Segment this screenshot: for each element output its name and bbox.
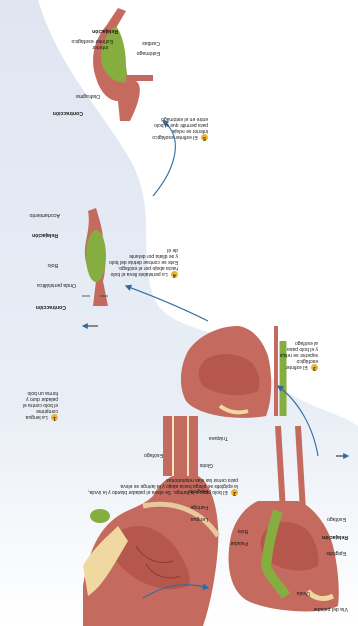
panel4-label-relajacion: Relajación (32, 232, 58, 238)
panel3-step: 3 El esfínter esofágico superior se rela… (268, 340, 318, 371)
panel1-label-traquea: Tráquea (209, 435, 228, 441)
bolus-shape (90, 509, 110, 523)
panel3-step-line-3: y el bolo pasa (287, 346, 318, 352)
panel4-label-acortamiento: Acortamiento (29, 212, 60, 218)
panel4-step-line-4: y se dilata por delante (129, 253, 178, 259)
panel5-illustration (93, 8, 153, 121)
panel5-step-line-3: para permitir que el bolo (154, 122, 208, 128)
panel2-label-relajacion: Relajación (322, 534, 348, 540)
panel2-label-via-paladar: Vía del paladar (313, 606, 348, 612)
panel3-step-line-2: superior se relaja (280, 352, 318, 358)
panel4-step-line-5: de él (167, 247, 178, 253)
panel4-label-bolo: Bolo (48, 262, 58, 268)
panel5-label-cardias: Cardias (142, 40, 160, 46)
panel4-step-line-3: Este se contrae detrás del bolo (109, 259, 178, 265)
panel5-step-line-4: entre en el estómago (161, 116, 208, 122)
panel5-label-diafragma: Diafragma (76, 93, 100, 99)
panel5-label-inferior: inferior (92, 44, 108, 50)
panel5-step: 5 El esfínter esofágico inferior se rela… (138, 116, 208, 141)
panel4-label-onda: Onda peristáltica (37, 282, 76, 288)
panel5-step-line-1: El esfínter esofágico (152, 134, 197, 140)
panel3-step-line-4: al esófago (295, 340, 318, 346)
panel2-step: 2 El bolo pasa a la faringe. Se eleva el… (78, 477, 238, 496)
panel2-step-line-3: para cerrar las vías respiratorias (166, 477, 238, 483)
panel1-step-line-4: forma un bolo (27, 390, 58, 396)
panel2-step-line-1: El bolo pasa a la faringe. Se eleva el p… (88, 489, 228, 495)
panel5-label-estomago: Estómago (137, 50, 160, 56)
panel1-label-paladar: Paladar (230, 540, 248, 546)
panel1-label-lengua: Lengua (191, 516, 208, 522)
panel2-label-uvula: Úvula (297, 590, 310, 596)
panel2-step-line-2: la epiglotis se pliega hacia abajo y la … (120, 483, 238, 489)
panel5-label-contraccion: Contracción (53, 110, 83, 116)
panel3-step-badge: 3 (311, 364, 318, 371)
panel5-step-badge: 5 (201, 134, 208, 141)
panel4-step-line-2: hacia abajo por el esófago. (118, 265, 178, 271)
panel4-label-contraccion: Contracción (36, 304, 66, 310)
panel2-step-badge: 2 (231, 489, 238, 496)
panel4-step: 4 La peristalsis lleva el bolo hacia aba… (103, 247, 178, 278)
panel1-label-faringe: Faringe (190, 504, 208, 510)
panel4-step-badge: 4 (171, 271, 178, 278)
panel1-label-esofago: Esófago (144, 452, 163, 458)
panel5-label-relajacion: Relajación (92, 28, 118, 34)
panel1-step-badge: 1 (51, 414, 58, 421)
panel1-label-bolo: Bolo (238, 528, 248, 534)
panel5-step-line-2: inferior se relaja (172, 128, 208, 134)
panel4-step-line-1: La peristalsis lleva el bolo (111, 271, 168, 277)
panel2-label-epiglotis: Epiglotis (326, 550, 346, 556)
panel1-label-glotis: Glotis (200, 462, 213, 468)
panel1-step-line-3: paladar duro y (26, 396, 58, 402)
panel1-step: 1 La lengua comprime el bolo contra el p… (3, 390, 58, 421)
panel2-label-esofago: Esófago (327, 516, 346, 522)
panel1-step-line-2: el bolo contra el (23, 402, 58, 408)
